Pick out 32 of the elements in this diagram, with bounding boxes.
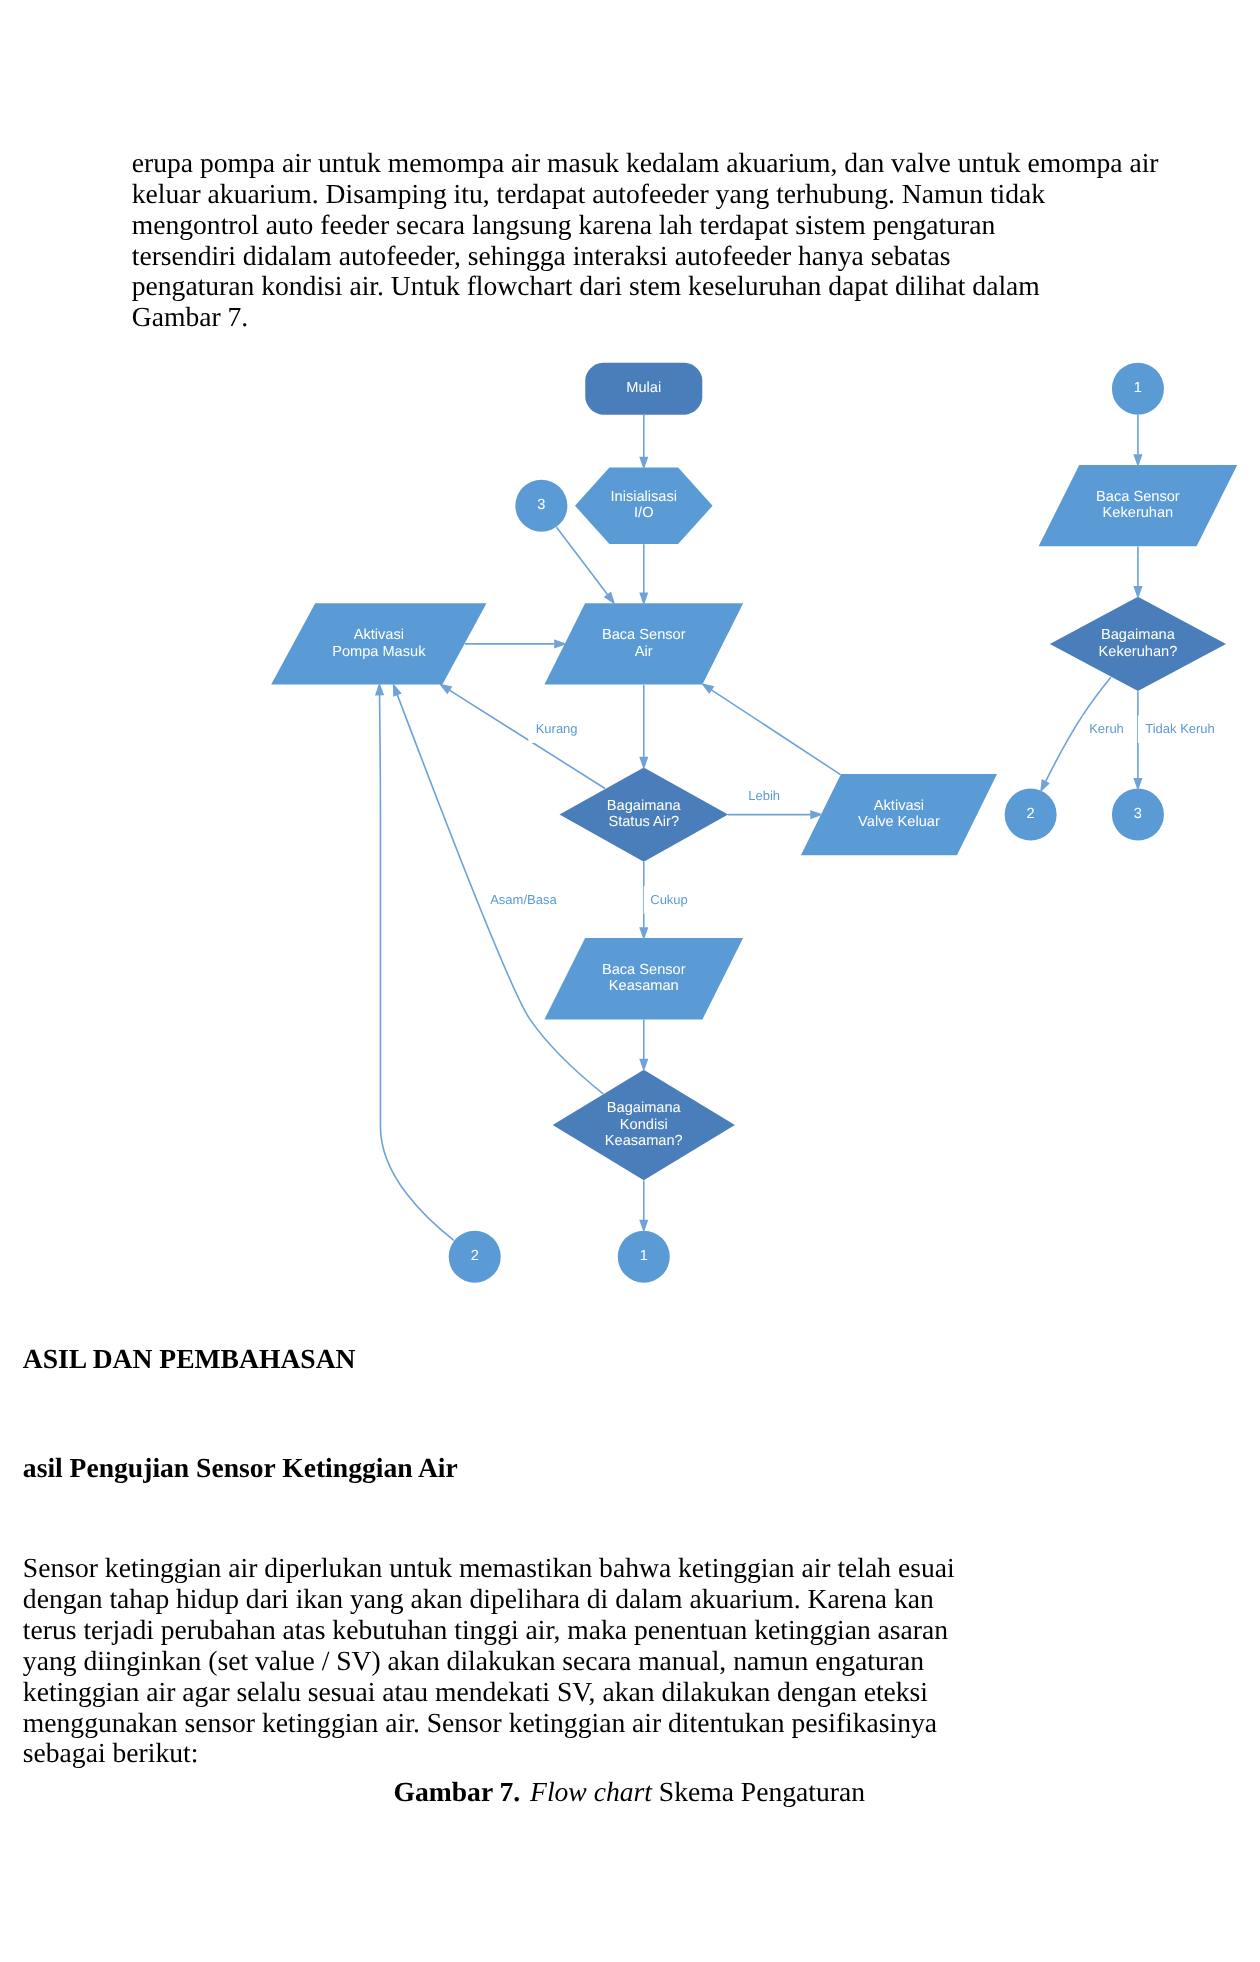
arrow: [639, 1178, 649, 1232]
node-circle: 2: [1004, 787, 1057, 840]
node-diamond: Bagaimana Kekeruhan?: [1049, 595, 1226, 691]
arrow: [438, 682, 606, 789]
label: asil Pengujian Sensor Ketinggian Air: [22, 1452, 458, 1483]
arrow: [392, 681, 604, 1094]
label: Sensor ketinggian air diperlukan untuk memastikan bahwa ketinggian air telah esuai dengan tahap hidup dari ikan yang akan dipelihara di dalam akuarium. Karena kan terus terjadi perubahan atas kebutuhan tinggi air, maka penentuan ketinggian asaran yang diinginkan (set value / SV) akan dilakukan secara manual, namun engaturan ketinggian air agar selalu sesuai atau mendekati SV, akan dilakukan dengan eteksi menggunakan sensor ketinggian air. Sensor ketinggian air ditentukan pesifikasinya sebagai berikut:: [22, 1552, 955, 1768]
arrow: [700, 682, 842, 775]
node-circle: 3: [1111, 787, 1164, 840]
node-circle: 2: [448, 1229, 501, 1282]
node-diamond: Bagaimana Status Air?: [559, 766, 729, 861]
arrow: [375, 681, 455, 1241]
arrow: [1133, 689, 1143, 790]
arrow: [639, 860, 649, 940]
label: ASIL DAN PEMBAHASAN: [22, 1343, 356, 1374]
node-box: Mulai: [585, 361, 703, 414]
arrow: [727, 809, 824, 819]
arrow: [1133, 544, 1143, 599]
arrow: [639, 413, 649, 469]
label: erupa pompa air untuk memompa air masuk kedalam akuarium, dan valve untuk emompa air keluar akuarium. Disamping itu, terdapat autofeeder yang terhubung. Namun tidak mengontrol auto feeder secara langsung karena lah terdapat sistem pengaturan tersendiri didalam autofeeder, sehingga interaksi autofeeder hanya sebatas pengaturan kondisi air. Untuk flowchart dari stem keseluruhan dapat dilihat dalam Gambar 7.: [131, 146, 1159, 332]
caption: Gambar 7. Flow chart Skema Pengaturan: [393, 1775, 865, 1806]
arrow: [1040, 675, 1112, 792]
arrow: [639, 542, 649, 605]
node-diamond: Bagaimana Kondisi Keasaman?: [552, 1068, 735, 1180]
node-circle: 1: [617, 1229, 670, 1282]
node-circle: 3: [515, 478, 568, 531]
arrow: [1133, 413, 1143, 467]
arrow: [555, 525, 616, 604]
arrow: [639, 682, 649, 769]
node-circle: 1: [1111, 361, 1164, 414]
arrow: [639, 1017, 649, 1071]
arrow: [463, 638, 568, 648]
